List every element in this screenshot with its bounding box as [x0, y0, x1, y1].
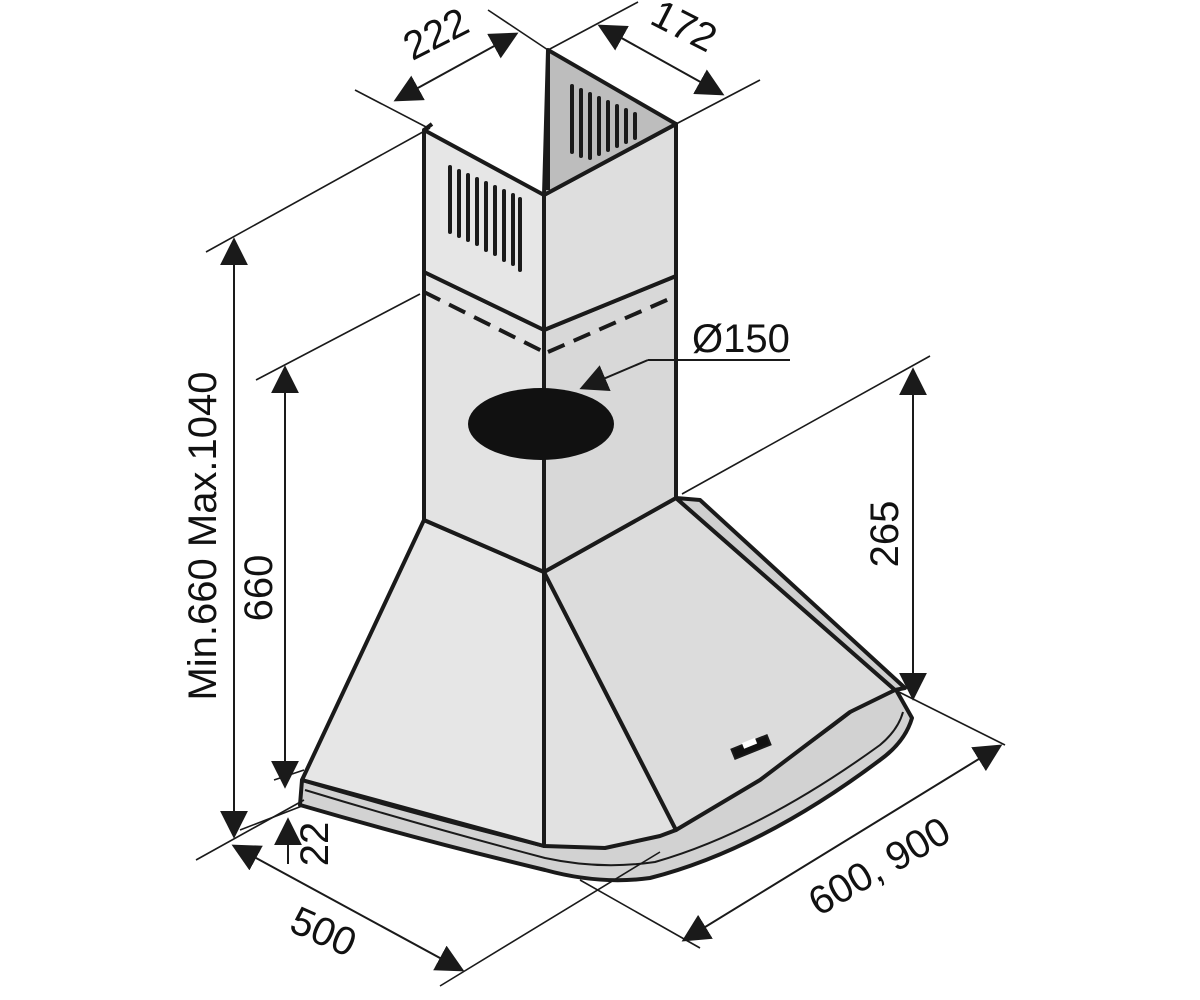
dimension-lines — [195, 1, 1006, 987]
telescopic-joint-right — [547, 294, 677, 354]
label-hood-width: 600, 900 — [801, 809, 958, 925]
label-duct-diameter: Ø150 — [692, 317, 790, 361]
vent-grille-back — [570, 84, 637, 160]
hood-body — [298, 48, 914, 883]
vent-grille-left — [448, 165, 522, 272]
duct-opening — [468, 388, 614, 460]
label-rim-height: 22 — [293, 822, 337, 867]
label-lower-chimney-height: 660 — [237, 555, 281, 622]
label-chimney-depth: 172 — [644, 0, 723, 61]
chimney-top-left-edge — [422, 122, 434, 132]
telescopic-joint-left — [423, 290, 545, 354]
label-total-height: Min.660 Max.1040 — [181, 371, 225, 700]
label-canopy-height: 265 — [863, 501, 907, 568]
label-chimney-width: 222 — [396, 0, 475, 69]
